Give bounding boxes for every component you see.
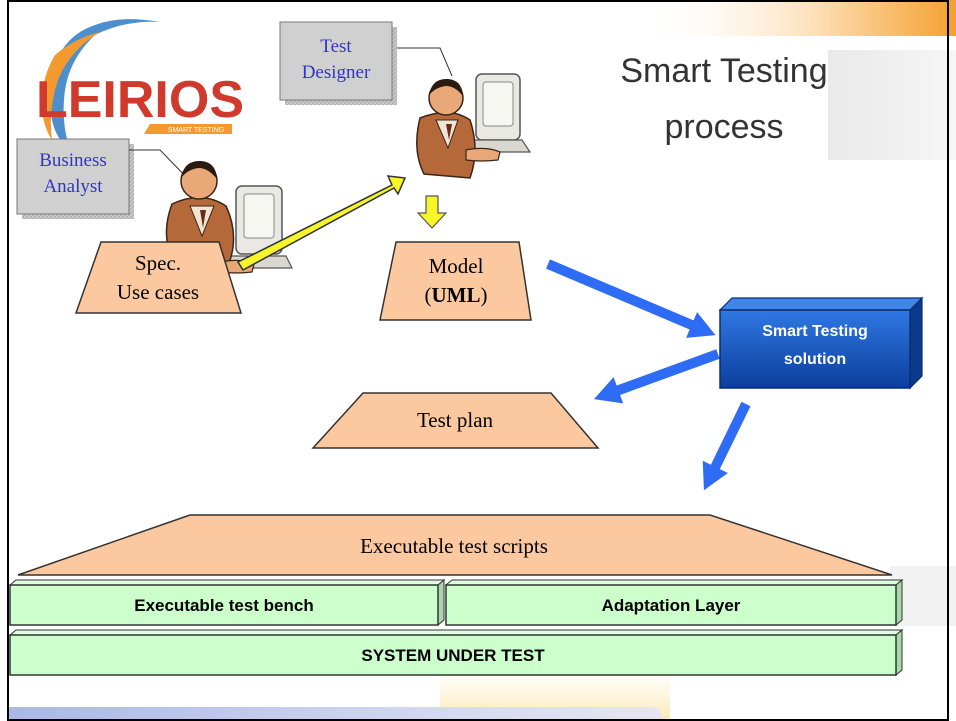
system-under-test-layer: SYSTEM UNDER TEST bbox=[8, 628, 904, 677]
leirios-logo: LEIRIOS SMART TESTING bbox=[36, 19, 244, 151]
spec-label-line1: Spec. bbox=[135, 251, 181, 275]
yellow-arrow-analyst-to-designer bbox=[236, 175, 407, 271]
test-designer-label-line2: Designer bbox=[302, 62, 371, 83]
test-designer-figure-icon bbox=[416, 73, 532, 179]
arrow-solution-to-test-plan bbox=[593, 349, 720, 404]
logo-text: LEIRIOS bbox=[36, 71, 244, 129]
executable-test-scripts-trapezoid: Executable test scripts bbox=[17, 514, 893, 576]
test-designer-label-line1: Test bbox=[320, 36, 352, 57]
logo-tagline-band bbox=[144, 124, 232, 134]
model-label-line2: (UML) bbox=[425, 283, 488, 307]
business-analyst-label-line1: Business bbox=[39, 150, 107, 171]
logo-swoosh-blue bbox=[50, 19, 160, 151]
slide-title-line1: Smart Testing bbox=[620, 52, 827, 90]
spec-use-cases-trapezoid: Spec. Use cases bbox=[74, 241, 243, 314]
solution-label-line2: solution bbox=[784, 351, 846, 368]
test-bench-label: Executable test bench bbox=[134, 596, 314, 615]
system-under-test-label: SYSTEM UNDER TEST bbox=[361, 646, 545, 665]
slide-frame bbox=[7, 0, 949, 721]
executable-scripts-label: Executable test scripts bbox=[360, 534, 548, 558]
slide-title-line2: process bbox=[664, 108, 783, 146]
logo-tagline: SMART TESTING bbox=[168, 127, 224, 134]
bg-top-right-band bbox=[640, 0, 956, 36]
logo-swoosh-orange bbox=[41, 32, 100, 140]
test-designer-box-bg bbox=[279, 21, 393, 101]
model-uml-trapezoid: Model (UML) bbox=[379, 241, 532, 321]
test-designer-callout-line bbox=[397, 47, 453, 77]
test-plan-trapezoid: Test plan bbox=[311, 392, 600, 449]
arrow-model-to-solution bbox=[546, 259, 716, 338]
business-analyst-box: Business Analyst bbox=[16, 138, 134, 219]
test-plan-label: Test plan bbox=[417, 408, 494, 432]
solution-label-line1: Smart Testing bbox=[762, 323, 868, 340]
executable-test-bench-layer: Executable test bench bbox=[8, 578, 446, 627]
business-analyst-label-line2: Analyst bbox=[43, 176, 103, 197]
blue-flow-arrows bbox=[546, 259, 751, 491]
arrow-solution-to-test-scripts bbox=[702, 401, 751, 491]
business-analyst-box-bg bbox=[16, 138, 130, 215]
spec-label-line2: Use cases bbox=[117, 280, 199, 304]
bg-bottom-band bbox=[8, 707, 662, 721]
model-label-line1: Model bbox=[429, 254, 484, 278]
bg-grey-box-top bbox=[828, 50, 956, 160]
test-designer-box: Test Designer bbox=[279, 21, 397, 105]
smart-testing-solution-box: Smart Testing solution bbox=[718, 296, 924, 390]
yellow-arrow-designer-to-model bbox=[416, 195, 448, 229]
adaptation-layer-label: Adaptation Layer bbox=[602, 596, 741, 615]
adaptation-layer: Adaptation Layer bbox=[444, 578, 904, 627]
